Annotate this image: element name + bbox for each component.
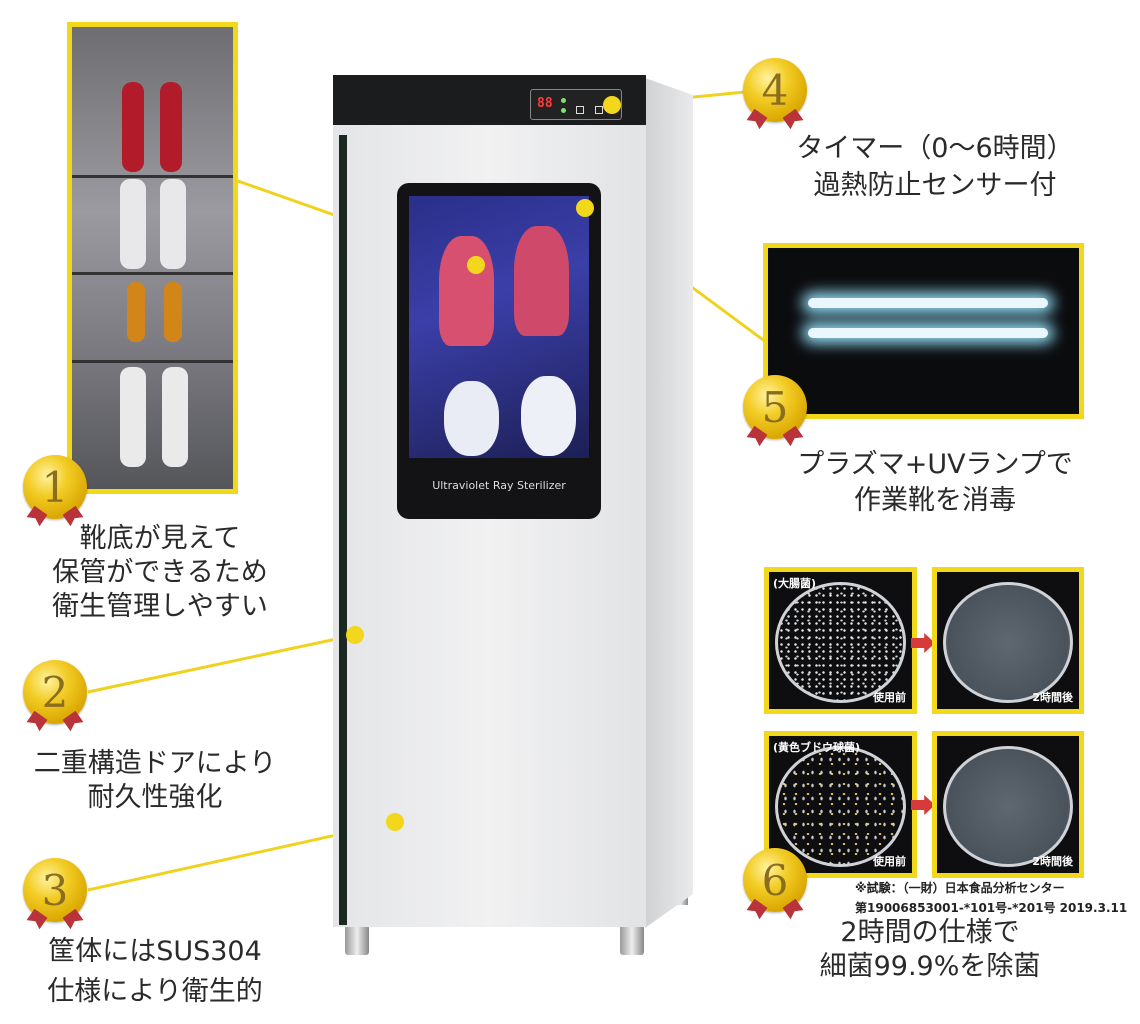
callout-dot-1 xyxy=(467,256,485,274)
callout-dot-5 xyxy=(576,199,594,217)
window-interior xyxy=(409,196,589,458)
feature-2-caption: 二重構造ドアにより耐久性強化 xyxy=(33,748,277,813)
medal-5-icon: 5 xyxy=(743,375,807,439)
medal-1-icon: 1 xyxy=(23,455,87,519)
window-label: Ultraviolet Ray Sterilizer xyxy=(432,479,566,492)
callout-dot-3 xyxy=(386,813,404,831)
viewing-window: Ultraviolet Ray Sterilizer xyxy=(397,183,601,519)
callout-dot-2 xyxy=(346,626,364,644)
cabinet-leg xyxy=(620,925,644,955)
cabinet-leg xyxy=(345,925,369,955)
dish-staph-before: (黄色ブドウ球菌) 使用前 xyxy=(764,731,917,878)
feature-1-caption: 靴底が見えて保管ができるため衛生管理しやすい xyxy=(52,523,268,622)
boot-storage-photo xyxy=(67,22,238,494)
control-button[interactable] xyxy=(595,106,603,114)
arrow-icon xyxy=(911,633,935,653)
cabinet-side-panel xyxy=(645,78,693,928)
control-button[interactable] xyxy=(576,106,584,114)
door-hinge-strip xyxy=(339,135,347,925)
feature-6-caption: 2時間の仕様で細菌99.9%を除菌 xyxy=(819,917,1041,982)
medal-2-icon: 2 xyxy=(23,660,87,724)
medal-6-icon: 6 xyxy=(743,848,807,912)
control-panel-bar: 88 xyxy=(333,75,646,125)
arrow-icon xyxy=(911,795,935,815)
uv-lamp-photo xyxy=(763,243,1084,419)
dish-staph-after: 2時間後 xyxy=(932,731,1084,878)
test-note: ※試験：（一財）日本食品分析センター 第19006853001-*101号-*2… xyxy=(855,881,1128,915)
callout-dot-4 xyxy=(603,96,621,114)
dish-ecoli-before: (大腸菌) 使用前 xyxy=(764,567,917,714)
dish-ecoli-after: 2時間後 xyxy=(932,567,1084,714)
medal-4-icon: 4 xyxy=(743,58,807,122)
medal-3-icon: 3 xyxy=(23,858,87,922)
timer-display: 88 xyxy=(537,96,553,111)
connector-line-2 xyxy=(87,633,356,694)
feature-5-caption: プラズマ+UVランプで作業靴を消毒 xyxy=(797,449,1073,516)
feature-4-caption: タイマー（0～6時間）過熱防止センサー付 xyxy=(796,133,1074,201)
